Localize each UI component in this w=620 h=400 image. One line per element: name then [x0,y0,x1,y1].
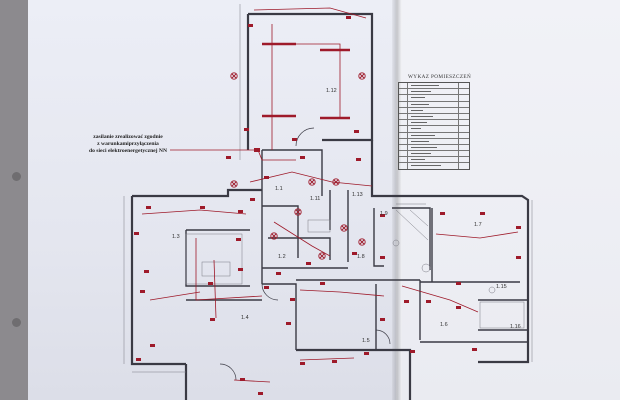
binder-hole [12,318,21,327]
table-row [399,151,469,158]
table-row [399,113,469,121]
room-schedule: WYKAZ POMIESZCZEŃ [398,74,472,170]
sheet-fold [392,0,402,400]
room-schedule-table [398,82,470,170]
binder-hole [12,172,21,181]
drawing-sheet-left [28,0,408,400]
drawing-sheet-right [396,0,620,400]
table-row [399,157,469,164]
annotation-line-2: z warunkamiprzyłączenia [97,141,159,147]
light-fixture-icon [230,72,366,260]
room-label: 1.2 [278,254,286,260]
table-row [399,107,469,114]
room-label: 1.8 [357,254,365,260]
table-row [399,132,469,139]
table-row [399,144,469,152]
room-label: 1.11 [310,196,321,202]
room-label: 1.7 [474,222,482,228]
table-row [399,83,469,90]
table-row [399,101,469,108]
room-label: 1.6 [440,322,448,328]
annotation-line-1: zasilanie zrealizować zgodnie [93,134,163,140]
room-label: 1.3 [172,234,180,240]
supply-annotation: zasilanie zrealizować zgodnie z warunkam… [64,134,192,155]
table-row [399,95,469,102]
room-label: 1.12 [326,88,337,94]
room-label: 1.15 [496,284,507,290]
room-label: 1.9 [380,211,388,217]
room-label: 1.4 [241,315,249,321]
room-label: 1.13 [352,192,363,198]
room-schedule-title: WYKAZ POMIESZCZEŃ [408,74,472,80]
table-row [399,163,469,169]
socket-icon [134,16,521,395]
table-row [399,120,469,127]
table-row [399,89,469,96]
room-label: 1.16 [510,324,521,330]
table-row [399,126,469,133]
annotation-line-3: do sieci elektroenergetycznej NN [88,148,168,154]
table-row [399,138,469,145]
room-label: 1.1 [275,186,283,192]
room-label: 1.5 [362,338,370,344]
